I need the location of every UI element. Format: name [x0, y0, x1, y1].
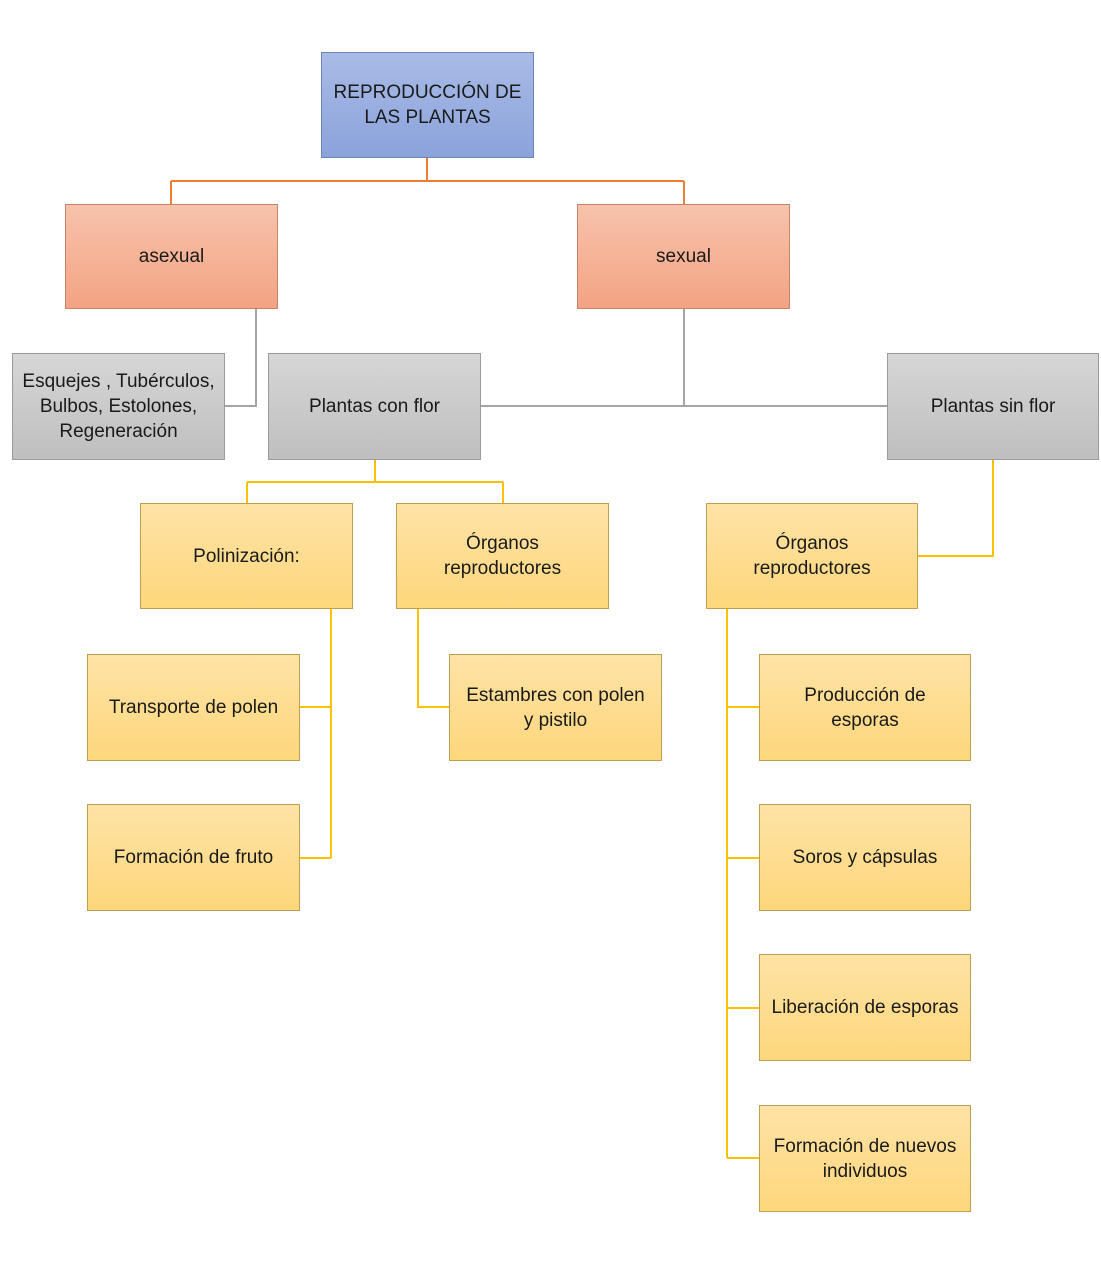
transporte-polen-node: Transporte de polen: [87, 654, 300, 761]
connector-asexual-methods: [225, 309, 257, 407]
asexual-methods-label: Esquejes , Tubérculos, Bulbos, Estolones…: [22, 371, 215, 442]
connector-sexual-plant-types: [481, 309, 888, 407]
plantas-con-flor-label: Plantas con flor: [309, 396, 440, 417]
asexual-node: asexual: [65, 204, 278, 309]
connector-con-flor-children: [246, 460, 504, 504]
sexual-node: sexual: [577, 204, 790, 309]
estambres-label: Estambres con polen y pistilo: [466, 684, 645, 731]
organos-sin-flor-label: Órganos reproductores: [753, 533, 871, 579]
liberacion-esporas-label: Liberación de esporas: [771, 997, 959, 1018]
connector-polinizacion-children: [300, 609, 332, 859]
nuevos-individuos-node: Formación de nuevos individuos: [759, 1105, 971, 1212]
transporte-polen-label: Transporte de polen: [108, 697, 279, 718]
formacion-fruto-label: Formación de fruto: [113, 847, 274, 868]
nuevos-individuos-label: Formación de nuevos individuos: [773, 1135, 957, 1182]
organos-con-flor-label: Órganos reproductores: [443, 533, 562, 579]
soros-capsulas-node: Soros y cápsulas: [759, 804, 971, 911]
soros-capsulas-label: Soros y cápsulas: [792, 847, 938, 868]
connector-root-branches: [170, 158, 685, 204]
liberacion-esporas-node: Liberación de esporas: [759, 954, 971, 1061]
polinizacion-label: Polinización:: [193, 545, 300, 567]
organos-sin-flor-node: Órganos reproductores: [706, 503, 918, 609]
plantas-con-flor-node: Plantas con flor: [268, 353, 481, 460]
plantas-sin-flor-node: Plantas sin flor: [887, 353, 1099, 460]
produccion-esporas-label: Producción de esporas: [804, 684, 926, 731]
formacion-fruto-node: Formación de fruto: [87, 804, 300, 911]
root-node: REPRODUCCIÓN DE LAS PLANTAS: [321, 52, 534, 158]
organos-con-flor-node: Órganos reproductores: [396, 503, 609, 609]
sexual-label: sexual: [656, 246, 711, 267]
asexual-label: asexual: [138, 246, 205, 267]
produccion-esporas-node: Producción de esporas: [759, 654, 971, 761]
plantas-sin-flor-label: Plantas sin flor: [930, 396, 1056, 417]
connector-sin-flor-organos: [918, 460, 994, 557]
polinizacion-node: Polinización:: [140, 503, 353, 609]
asexual-methods-node: Esquejes , Tubérculos, Bulbos, Estolones…: [12, 353, 225, 460]
connector-organos-esporas: [726, 609, 760, 1159]
connector-organos-estambres: [417, 609, 450, 708]
root-label: REPRODUCCIÓN DE LAS PLANTAS: [333, 82, 522, 128]
estambres-node: Estambres con polen y pistilo: [449, 654, 662, 761]
